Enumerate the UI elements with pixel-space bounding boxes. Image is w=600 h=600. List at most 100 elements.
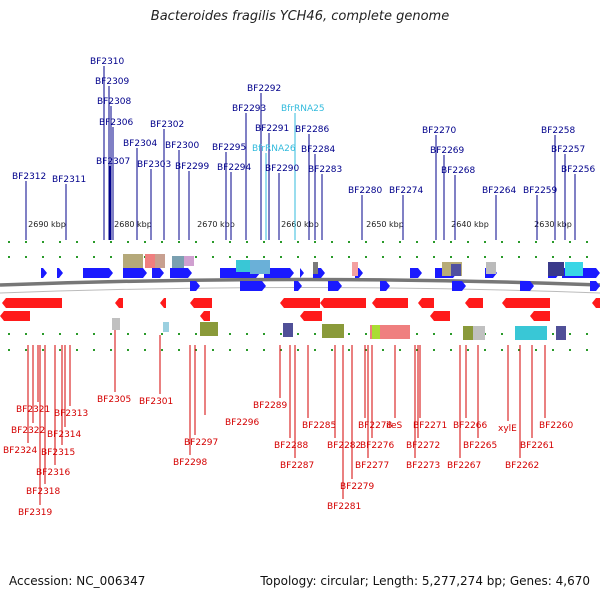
tick-dot [93, 241, 95, 243]
forward-gene-arrow [300, 268, 304, 278]
tick-dot [586, 256, 588, 258]
tick-dot [535, 349, 537, 351]
forward-gene-label: BF2310 [90, 57, 125, 67]
tick-dot [263, 256, 265, 258]
reverse-gene-label: BF2276 [360, 441, 395, 451]
tick-dot [280, 349, 282, 351]
forward-gene-label: BF2302 [150, 120, 184, 130]
scale-tick-label: 2660 kbp [281, 220, 319, 229]
tick-dot [552, 256, 554, 258]
feature-box [515, 326, 547, 340]
reverse-gene-label: BF2260 [539, 421, 574, 431]
feature-box [172, 256, 184, 268]
forward-gene-label: BF2264 [482, 186, 517, 196]
tick-dot [161, 241, 163, 243]
reverse-gene-arrow [430, 311, 450, 321]
tick-dot [42, 349, 44, 351]
reverse-gene-label: BF2316 [36, 468, 71, 478]
tick-dot [263, 241, 265, 243]
reverse-gene-arrow [200, 311, 210, 321]
tick-dot [229, 241, 231, 243]
reverse-gene-arrow [160, 298, 166, 308]
tick-dot [144, 333, 146, 335]
forward-gene-arrow [190, 281, 200, 291]
tick-dot [76, 256, 78, 258]
forward-gene-arrow [452, 281, 466, 291]
tick-dot [195, 333, 197, 335]
tick-dot [127, 241, 129, 243]
tick-dot [569, 333, 571, 335]
forward-gene-label: BF2283 [308, 165, 342, 175]
tick-dot [178, 241, 180, 243]
reverse-gene-label: BF2314 [47, 430, 82, 440]
tick-dot [59, 333, 61, 335]
tick-dot [212, 349, 214, 351]
tick-dot [399, 241, 401, 243]
tick-dot [93, 333, 95, 335]
tick-dot [25, 256, 27, 258]
forward-gene-label: BF2293 [232, 104, 266, 114]
tick-dot [501, 349, 503, 351]
tick-dot [467, 349, 469, 351]
tick-dot [8, 256, 10, 258]
tick-dot [246, 349, 248, 351]
forward-gene-label: BF2312 [12, 172, 46, 182]
forward-gene-label: BF2300 [165, 141, 200, 151]
forward-gene-arrow [123, 268, 147, 278]
tick-dot [399, 256, 401, 258]
reverse-gene-label: BF2273 [406, 461, 440, 471]
feature-box [372, 325, 380, 339]
reverse-gene-label: BF2278 [358, 421, 393, 431]
tick-dot [280, 241, 282, 243]
forward-gene-label: BF2294 [217, 163, 252, 173]
forward-gene-label: BF2269 [430, 146, 465, 156]
reverse-gene-label: BF2288 [274, 441, 309, 451]
scale-tick-label: 2650 kbp [366, 220, 404, 229]
tick-dot [535, 241, 537, 243]
forward-gene-label: BF2292 [247, 84, 281, 94]
forward-gene-arrow [170, 268, 192, 278]
tick-dot [501, 256, 503, 258]
tick-dot [314, 349, 316, 351]
forward-gene-arrow [264, 268, 294, 278]
tick-dot [484, 349, 486, 351]
tick-dot [484, 256, 486, 258]
tick-dot [59, 241, 61, 243]
forward-gene-arrow [410, 268, 422, 278]
tick-dot [76, 241, 78, 243]
genome-title: Bacteroides fragilis YCH46, complete gen… [150, 9, 450, 24]
forward-gene-arrow [380, 281, 390, 291]
tick-dot [552, 349, 554, 351]
reverse-gene-label: BF2266 [453, 421, 488, 431]
tick-dot [450, 256, 452, 258]
reverse-gene-label: BF2301 [139, 397, 173, 407]
feature-box [451, 264, 461, 276]
tick-dot [382, 241, 384, 243]
forward-gene-arrow [240, 281, 266, 291]
tick-dot [416, 333, 418, 335]
tick-dot [518, 241, 520, 243]
forward-gene-arrow [590, 281, 600, 291]
tick-dot [212, 241, 214, 243]
reverse-gene-label: ileS [386, 421, 403, 431]
tick-dot [195, 241, 197, 243]
forward-gene-arrow [83, 268, 113, 278]
feature-box [155, 254, 165, 268]
tick-dot [8, 241, 10, 243]
reverse-gene-arrow [372, 298, 408, 308]
tick-dot [416, 349, 418, 351]
feature-box [565, 262, 583, 276]
tick-dot [348, 241, 350, 243]
tick-dot [229, 349, 231, 351]
tick-dot [433, 241, 435, 243]
reverse-gene-arrow [465, 298, 483, 308]
reverse-gene-label: BF2272 [406, 441, 440, 451]
reverse-gene-label: BF2267 [447, 461, 481, 471]
tick-dot [110, 349, 112, 351]
reverse-gene-label: BF2271 [413, 421, 447, 431]
tick-dot [450, 241, 452, 243]
feature-box [112, 318, 120, 330]
scale-tick-label: 2680 kbp [114, 220, 152, 229]
forward-gene-label: BfrRNA26 [252, 144, 296, 154]
feature-box [486, 262, 496, 274]
